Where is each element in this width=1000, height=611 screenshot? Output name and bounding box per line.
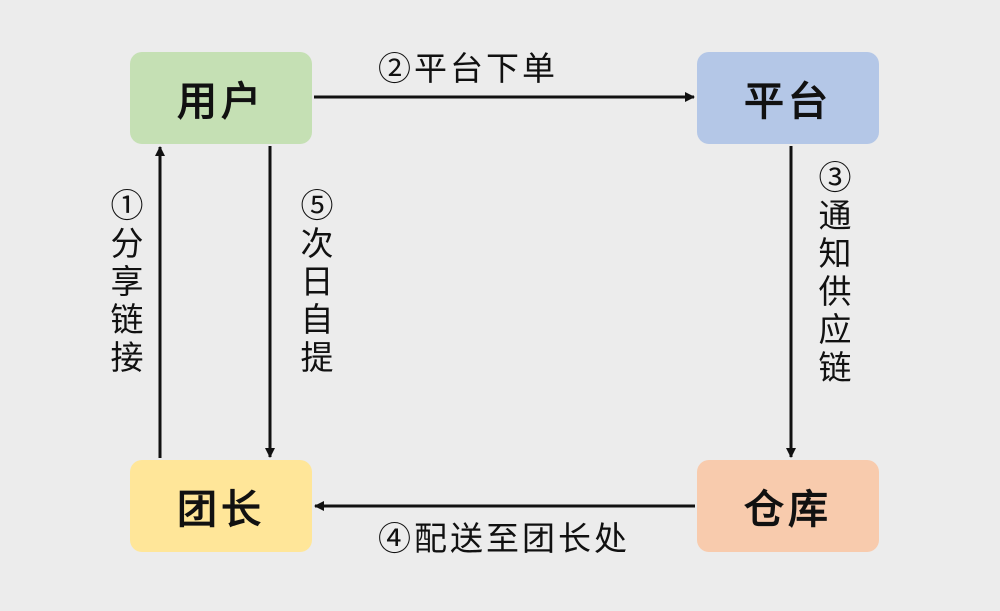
edge-label-pickup: ⑤次日自提: [295, 188, 334, 378]
edge-label-delivery: ④配送至团长处: [378, 519, 630, 558]
node-user-label: 用户: [177, 78, 265, 125]
node-group-leader-label: 团长: [177, 486, 265, 533]
node-group-leader: 团长: [130, 460, 312, 552]
edge-label-share: ①分享链接: [105, 188, 144, 378]
node-platform: 平台: [697, 52, 879, 144]
node-warehouse: 仓库: [697, 460, 879, 552]
node-user: 用户: [130, 52, 312, 144]
node-platform-label: 平台: [744, 78, 832, 125]
node-warehouse-label: 仓库: [744, 486, 832, 533]
edge-label-notify: ③通知供应链: [813, 160, 852, 388]
edge-label-order: ②平台下单: [378, 49, 558, 88]
